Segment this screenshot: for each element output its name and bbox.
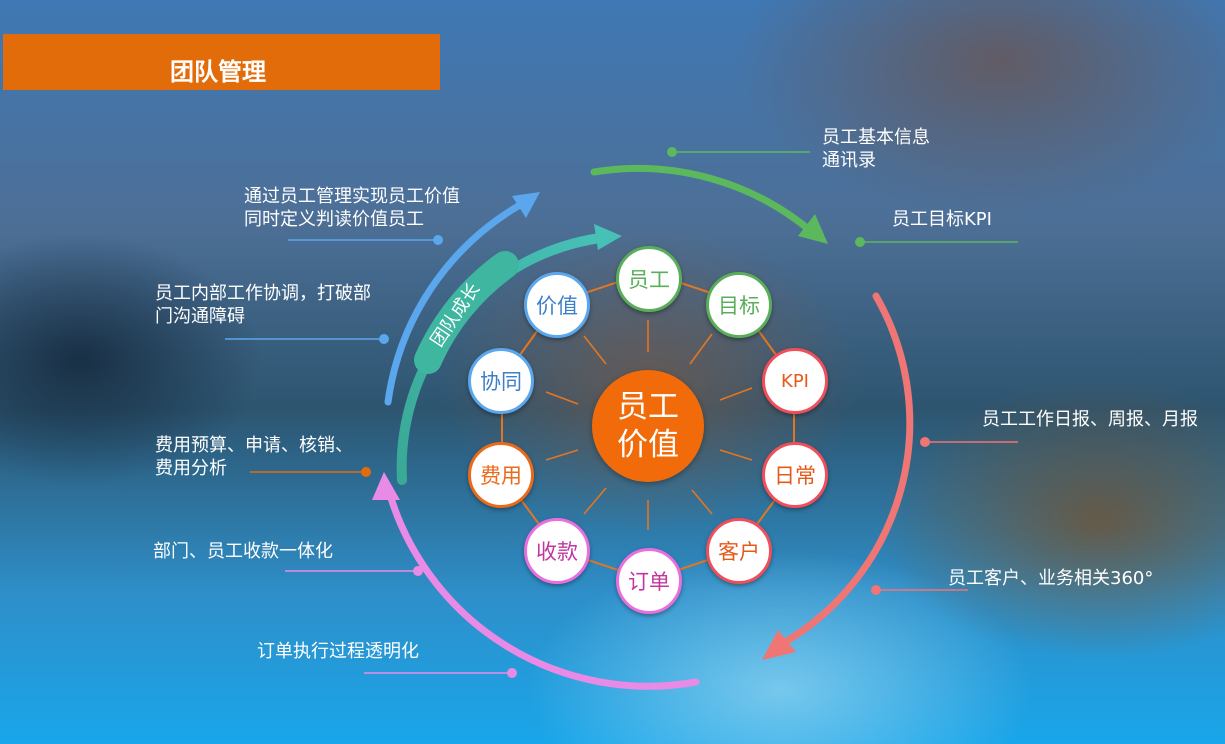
annotation-basic-info: 员工基本信息 通讯录 [822, 126, 930, 172]
center-line2: 价值 [617, 427, 679, 463]
node-goal-label: 目标 [718, 294, 760, 318]
arrow-teal [594, 224, 622, 250]
arrow-green [798, 214, 828, 244]
annotation-value: 通过员工管理实现员工价值 同时定义判读价值员工 [244, 185, 460, 231]
node-order: 订单 [616, 548, 682, 614]
annotation-kpi: 员工目标KPI [892, 209, 992, 230]
node-expense: 费用 [468, 442, 534, 508]
node-collab-label: 协同 [480, 370, 522, 394]
annotation-order: 订单执行过程透明化 [257, 641, 419, 662]
arrow-blue [512, 192, 540, 218]
spokes [545, 320, 753, 530]
annotation-connectors [225, 147, 1018, 678]
arc-red [776, 292, 914, 649]
annotation-collection: 部门、员工收款一体化 [153, 541, 333, 562]
ring-band [414, 251, 519, 374]
annotation-daily: 员工工作日报、周报、月报 [982, 409, 1198, 430]
node-kpi-label: KPI [781, 370, 809, 392]
annotation-collab-line1: 员工内部工作协调，打破部 [155, 283, 371, 304]
node-value-label: 价值 [536, 294, 578, 318]
node-employee-label: 员工 [628, 268, 670, 292]
node-collab: 协同 [468, 348, 534, 414]
annotation-expense: 费用预算、申请、核销、 费用分析 [155, 434, 353, 480]
page-title: 团队管理 [170, 58, 266, 86]
node-order-label: 订单 [628, 570, 670, 594]
arrow-red [762, 630, 796, 660]
annotation-expense-line1: 费用预算、申请、核销、 [155, 435, 353, 456]
annotation-value-line1: 通过员工管理实现员工价值 [244, 186, 460, 207]
annotation-value-line2: 同时定义判读价值员工 [244, 209, 424, 230]
node-customer: 客户 [706, 518, 772, 584]
node-daily-label: 日常 [774, 464, 816, 488]
arc-pink [384, 484, 700, 690]
annotation-collab-line2: 门沟通障碍 [155, 306, 245, 327]
center-line1: 员工 [617, 389, 679, 425]
arrow-pink [372, 472, 400, 500]
annotation-basic-info-line2: 通讯录 [822, 150, 876, 171]
node-collection: 收款 [524, 518, 590, 584]
annotation-customer: 员工客户、业务相关360° [948, 568, 1154, 589]
node-daily: 日常 [762, 442, 828, 508]
annotation-expense-line2: 费用分析 [155, 458, 227, 479]
node-expense-label: 费用 [480, 464, 522, 488]
annotation-basic-info-line1: 员工基本信息 [822, 127, 930, 148]
node-customer-label: 客户 [718, 540, 760, 564]
node-kpi: KPI [762, 348, 828, 414]
node-goal: 目标 [706, 272, 772, 338]
title-bar [3, 34, 440, 90]
node-employee: 员工 [616, 246, 682, 312]
arc-blue [384, 201, 524, 406]
ring-label: 团队成长 [427, 279, 485, 350]
arc-green [590, 164, 816, 236]
node-collection-label: 收款 [536, 540, 578, 564]
annotation-collab: 员工内部工作协调，打破部 门沟通障碍 [155, 282, 371, 328]
node-value: 价值 [524, 272, 590, 338]
center-employee-value: 员工 价值 [592, 370, 704, 482]
